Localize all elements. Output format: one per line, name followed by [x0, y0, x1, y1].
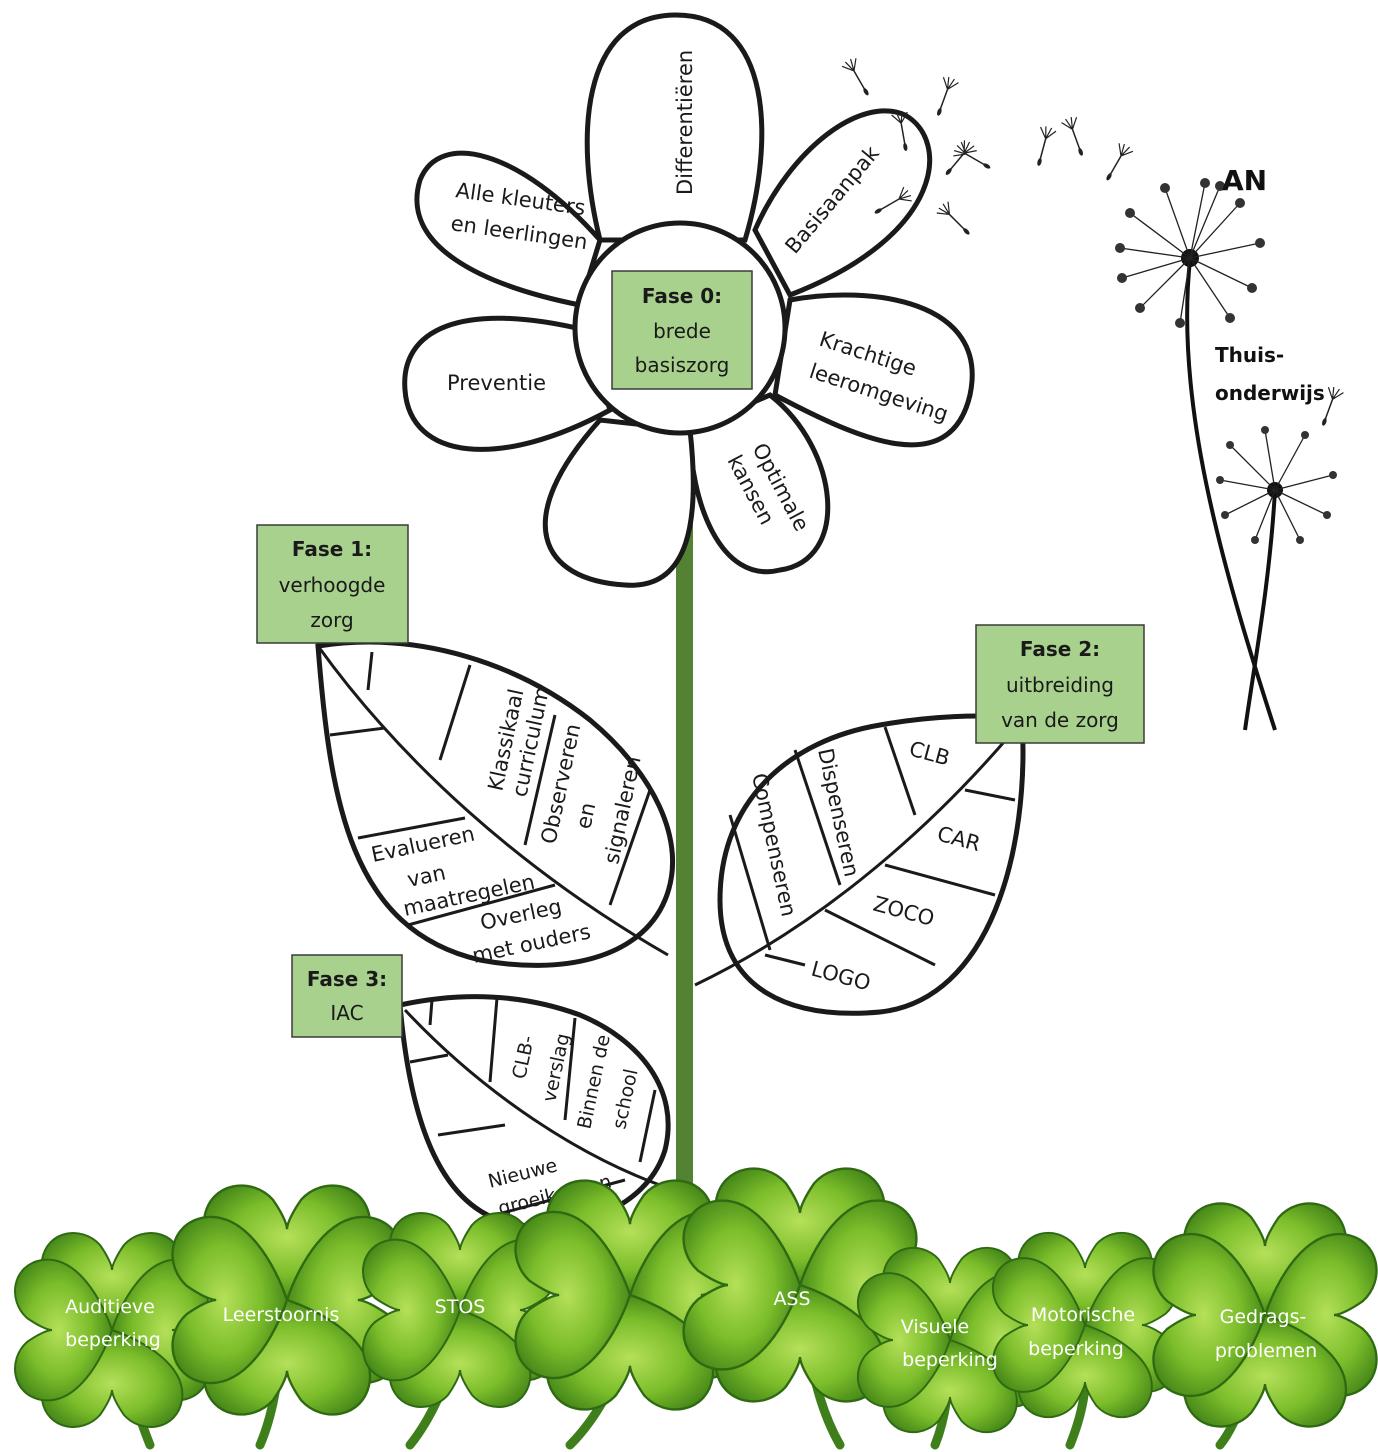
phase-box-fase3: Fase 3: IAC [292, 955, 402, 1037]
clover-label-motorische-line1: Motorische [1031, 1304, 1135, 1326]
fase2-line2: van de zorg [1001, 708, 1119, 732]
fase1-title: Fase 1: [292, 537, 372, 561]
label-an: AN [1222, 164, 1267, 197]
clover-label-ass: ASS [773, 1288, 810, 1310]
fase1-line2: zorg [310, 608, 353, 632]
clover-label-visuele-line1: Visuele [901, 1316, 969, 1338]
label-thuisonderwijs-line2: onderwijs [1215, 381, 1325, 405]
phase-box-fase1: Fase 1: verhoogde zorg [257, 525, 408, 643]
clover-label-leerstoornis: Leerstoornis [223, 1304, 340, 1326]
fase2-title: Fase 2: [1020, 637, 1100, 661]
clover-label-gedrags-line2: problemen [1215, 1340, 1317, 1362]
clover-label-motorische-line2: beperking [1028, 1338, 1124, 1360]
petal-lower-left [545, 420, 693, 585]
clover-row [15, 1169, 1377, 1445]
clover-label-visuele-line2: beperking [902, 1349, 998, 1371]
fase0-line2: basiszorg [635, 353, 730, 377]
fase2-line1: uitbreiding [1006, 673, 1114, 697]
clover-label-gedrags-line1: Gedrags- [1220, 1306, 1307, 1328]
petal-label-preventie: Preventie [447, 371, 546, 395]
petal-label-differentieren: Differentiëren [673, 50, 697, 195]
fase0-line1: brede [653, 319, 711, 343]
clover-label-auditieve-line1: Auditieve [65, 1296, 155, 1318]
fase1-line1: verhoogde [279, 573, 386, 597]
fase0-title: Fase 0: [642, 284, 722, 308]
phase-box-fase0: Fase 0: brede basiszorg [612, 271, 752, 389]
label-thuisonderwijs-line1: Thuis- [1215, 343, 1284, 367]
fase3-title: Fase 3: [307, 967, 387, 991]
phase-box-fase2: Fase 2: uitbreiding van de zorg [976, 625, 1144, 743]
clover-label-stos: STOS [435, 1296, 486, 1318]
clover-label-auditieve-line2: beperking [65, 1329, 161, 1351]
fase3-line1: IAC [330, 1001, 363, 1025]
